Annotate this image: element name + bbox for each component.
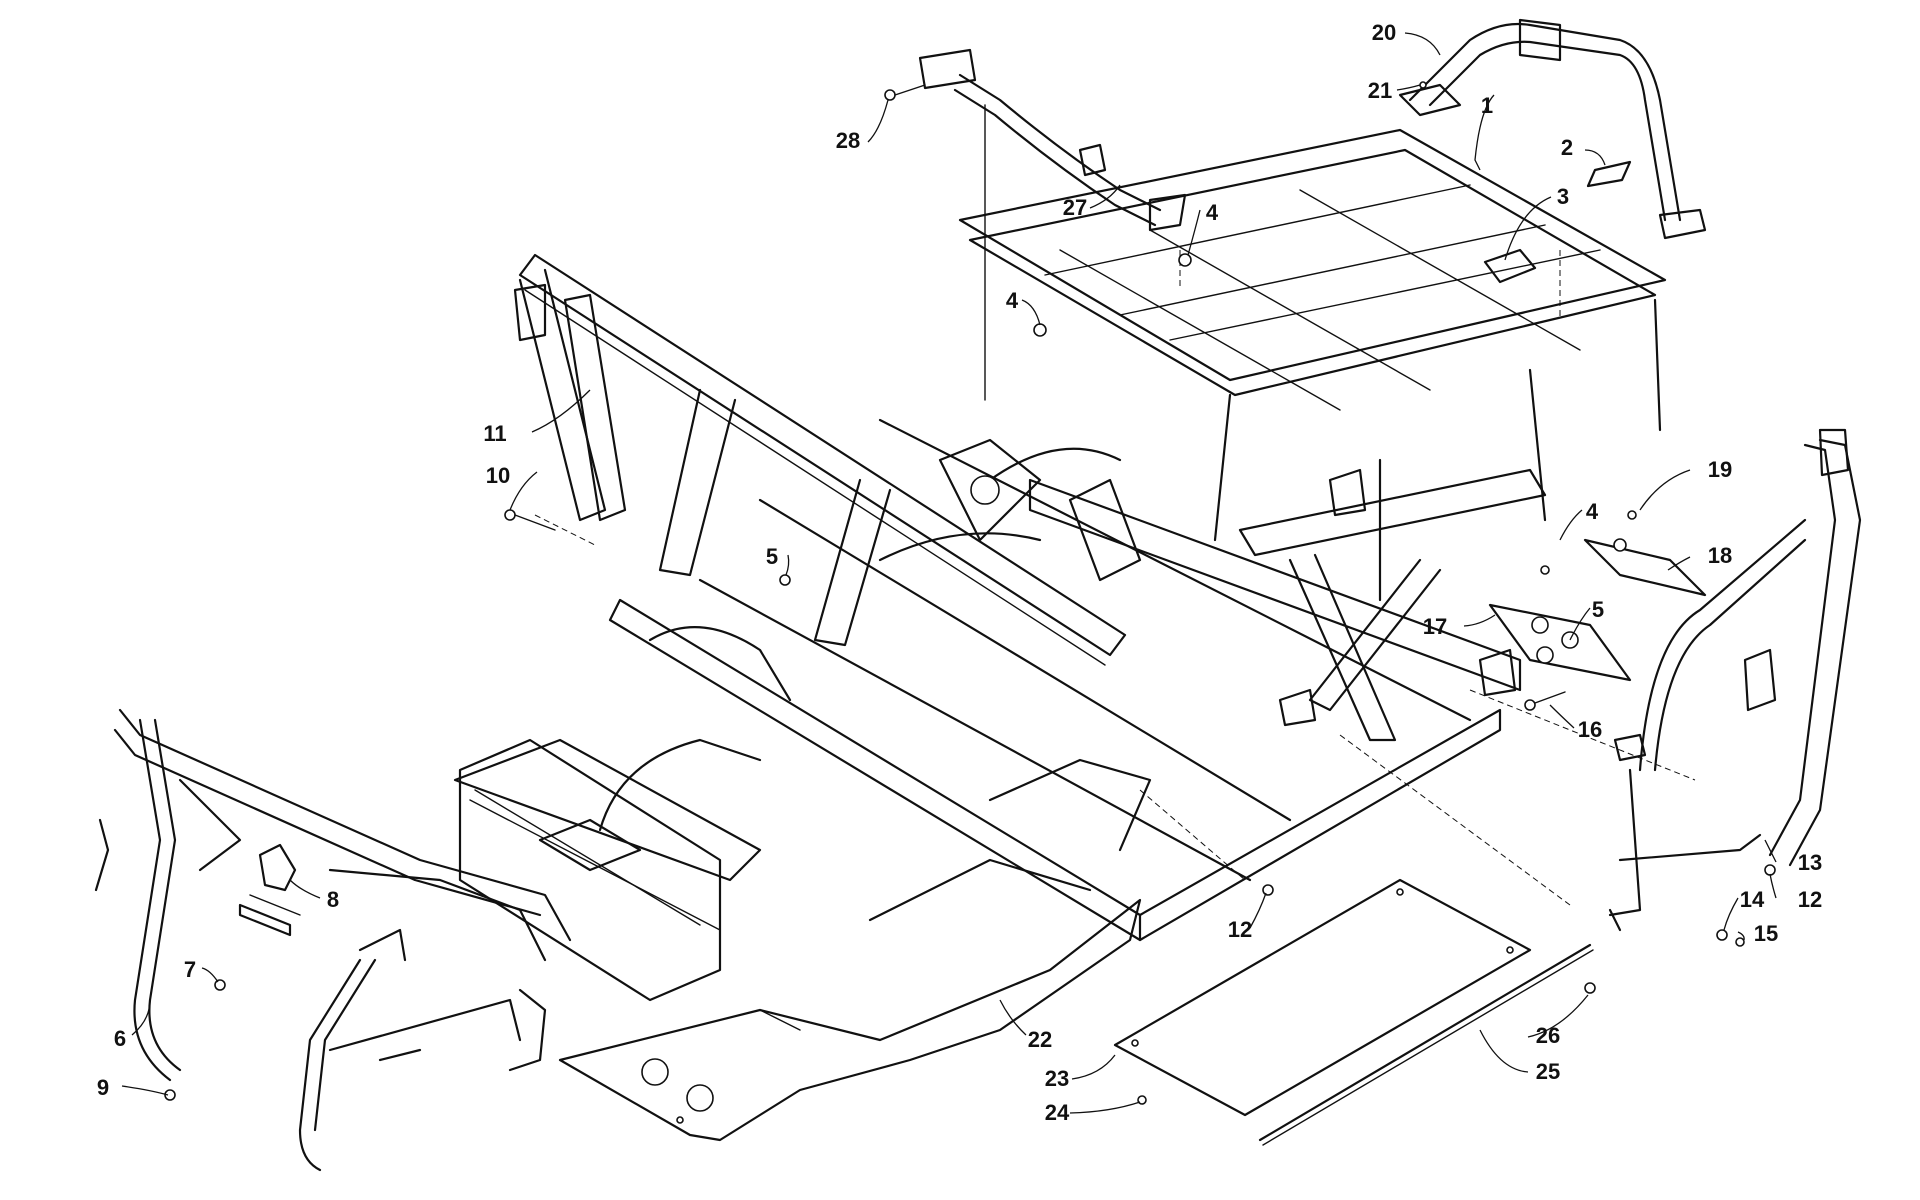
support-rod bbox=[1258, 943, 1594, 1146]
callout-11: 11 bbox=[483, 421, 506, 446]
callout-labels: 1 2 3 4 4 4 5 5 6 7 8 9 10 11 12 12 13 1… bbox=[97, 20, 1822, 1125]
right-side-frame bbox=[1608, 428, 1862, 932]
callout-21: 21 bbox=[1368, 78, 1392, 103]
bolt-26-icon bbox=[1584, 982, 1596, 994]
bolt-16-icon bbox=[1524, 699, 1536, 711]
callout-20: 20 bbox=[1372, 20, 1396, 45]
alignment-lines bbox=[534, 250, 1696, 906]
washer-14-icon bbox=[1716, 929, 1728, 941]
nut-5b-icon bbox=[1540, 565, 1550, 575]
leader-lines bbox=[121, 32, 1777, 1114]
main-frame bbox=[453, 128, 1667, 1002]
nut-5a-icon bbox=[779, 574, 791, 586]
nut-21-icon bbox=[1419, 81, 1427, 89]
fasteners bbox=[164, 81, 1776, 1105]
callout-7: 7 bbox=[184, 957, 196, 982]
callout-2: 2 bbox=[1561, 135, 1573, 160]
callout-9: 9 bbox=[97, 1075, 109, 1100]
callout-19: 19 bbox=[1708, 457, 1732, 482]
bolt-10-icon bbox=[504, 509, 516, 521]
floor-panel bbox=[1113, 878, 1532, 1117]
callout-15: 15 bbox=[1754, 921, 1778, 946]
callout-18: 18 bbox=[1708, 543, 1732, 568]
callout-27: 27 bbox=[1063, 195, 1087, 220]
callout-3: 3 bbox=[1557, 184, 1569, 209]
skid-plate bbox=[558, 898, 1142, 1142]
clip-4c-icon bbox=[1613, 538, 1627, 552]
callout-23: 23 bbox=[1045, 1066, 1069, 1091]
callout-6: 6 bbox=[114, 1026, 126, 1051]
callout-5-right: 5 bbox=[1592, 597, 1604, 622]
callout-14: 14 bbox=[1740, 887, 1765, 912]
clip-4a-icon bbox=[1178, 253, 1192, 267]
callout-13: 13 bbox=[1798, 850, 1822, 875]
bolt-28-icon bbox=[884, 89, 896, 101]
callout-12-right: 12 bbox=[1798, 887, 1822, 912]
callout-4-right: 4 bbox=[1586, 499, 1599, 524]
callout-4-mid: 4 bbox=[1006, 288, 1019, 313]
front-left-bumper-frame bbox=[94, 708, 572, 1172]
decal-2-icon bbox=[1586, 160, 1632, 188]
bolt-19-icon bbox=[1627, 510, 1637, 520]
callout-4-top: 4 bbox=[1206, 200, 1219, 225]
rear-upright-bracket bbox=[513, 283, 627, 522]
latch-assembly bbox=[238, 843, 301, 937]
callout-25: 25 bbox=[1536, 1059, 1560, 1084]
bolt-12b-icon bbox=[1764, 864, 1776, 876]
callout-22: 22 bbox=[1028, 1027, 1052, 1052]
callout-28: 28 bbox=[836, 128, 860, 153]
bolt-9-icon bbox=[164, 1089, 176, 1101]
roll-bar bbox=[1398, 18, 1707, 240]
callout-26: 26 bbox=[1536, 1023, 1560, 1048]
callout-5-left: 5 bbox=[766, 544, 778, 569]
callout-16: 16 bbox=[1578, 717, 1602, 742]
callout-24: 24 bbox=[1045, 1100, 1070, 1125]
upper-bracket-bar bbox=[918, 48, 1187, 401]
decal-3-icon bbox=[1483, 248, 1537, 284]
callout-12-center: 12 bbox=[1228, 917, 1252, 942]
callout-8: 8 bbox=[327, 887, 339, 912]
bolt-12a-icon bbox=[1262, 884, 1274, 896]
bolt-15-icon bbox=[1735, 937, 1745, 947]
clip-4b-icon bbox=[1033, 323, 1047, 337]
callout-1: 1 bbox=[1481, 93, 1493, 118]
callout-17: 17 bbox=[1423, 614, 1447, 639]
bolt-7-icon bbox=[214, 979, 226, 991]
callout-10: 10 bbox=[486, 463, 510, 488]
